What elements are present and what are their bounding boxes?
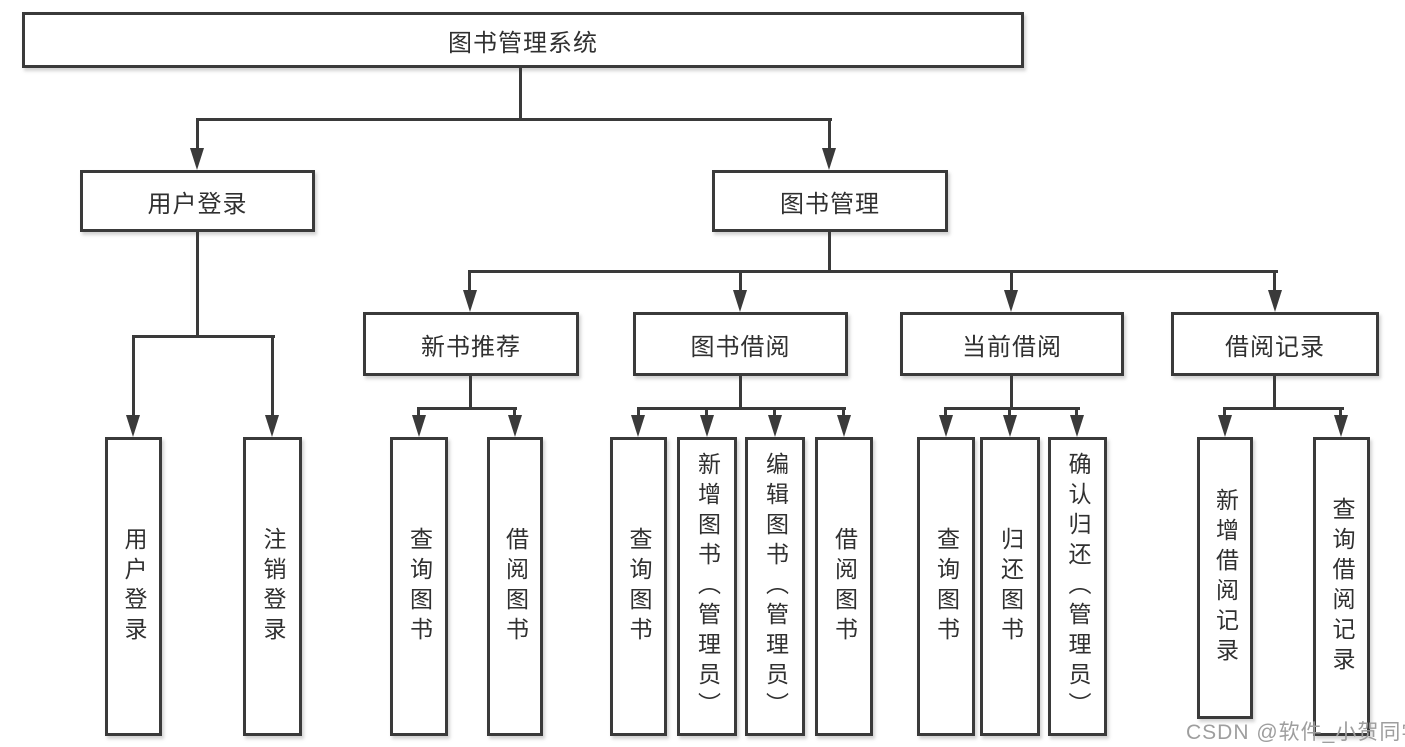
connector-arrowhead-icon (1070, 415, 1084, 437)
connector-arrowhead-icon (837, 415, 851, 437)
connector-line (132, 335, 135, 417)
node-library-management-system: 图书管理系统 (22, 12, 1024, 68)
connector-line (1010, 376, 1013, 409)
connector-arrowhead-icon (822, 148, 836, 170)
connector-line (773, 407, 776, 418)
connector-line (944, 407, 947, 418)
connector-line (519, 68, 522, 120)
connector-line (1010, 270, 1013, 294)
node-label: 图书管理系统 (448, 29, 598, 57)
connector-line (417, 407, 420, 418)
connector-line (271, 335, 274, 417)
connector-arrowhead-icon (126, 415, 140, 437)
leaf-add-books-admin: 新增图书（管理员） (677, 437, 737, 736)
connector-arrowhead-icon (700, 415, 714, 437)
connector-line (196, 118, 199, 150)
connector-arrowhead-icon (631, 415, 645, 437)
connector-line (196, 232, 199, 337)
connector-line (1339, 407, 1342, 418)
connector-line (828, 118, 831, 150)
connector-line (132, 335, 275, 338)
node-borrowing-records: 借阅记录 (1171, 312, 1379, 376)
leaf-label: 用户登录 (121, 526, 147, 647)
connector-arrowhead-icon (508, 415, 522, 437)
node-label: 图书管理 (780, 190, 880, 218)
leaf-label: 查询图书 (406, 526, 433, 647)
connector-line (1273, 376, 1276, 409)
leaf-user-login: 用户登录 (105, 437, 162, 736)
connector-line (1273, 270, 1276, 294)
node-new-book-recommendation: 新书推荐 (363, 312, 579, 376)
connector-arrowhead-icon (1003, 415, 1017, 437)
node-current-borrowing: 当前借阅 (900, 312, 1124, 376)
connector-arrowhead-icon (463, 290, 477, 312)
node-book-borrowing: 图书借阅 (633, 312, 848, 376)
connector-arrowhead-icon (939, 415, 953, 437)
connector-arrowhead-icon (265, 415, 279, 437)
node-label: 用户登录 (147, 190, 248, 218)
connector-line (196, 118, 832, 121)
connector-line (468, 270, 471, 294)
node-label: 借阅记录 (1225, 333, 1325, 361)
leaf-label: 新增借阅记录 (1212, 488, 1239, 668)
connector-line (1075, 407, 1078, 418)
connector-arrowhead-icon (412, 415, 426, 437)
connector-line (828, 232, 831, 272)
leaf-query-borrow-record: 查询借阅记录 (1313, 437, 1370, 736)
leaf-logout: 注销登录 (243, 437, 302, 736)
leaf-label: 查询图书 (933, 526, 960, 647)
leaf-borrow-books: 借阅图书 (815, 437, 873, 736)
leaf-query-books-recommend: 查询图书 (390, 437, 448, 736)
connector-line (739, 376, 742, 409)
leaf-add-borrow-record: 新增借阅记录 (1197, 437, 1253, 719)
connector-line (1223, 407, 1344, 410)
node-label: 新书推荐 (421, 333, 521, 361)
leaf-confirm-return-admin: 确认归还（管理员） (1048, 437, 1107, 736)
connector-line (1223, 407, 1226, 418)
connector-line (513, 407, 516, 418)
connector-line (1008, 407, 1011, 418)
leaf-query-books-borrowing: 查询图书 (610, 437, 667, 736)
node-label: 当前借阅 (962, 333, 1062, 361)
leaf-label: 确认归还（管理员） (1065, 451, 1091, 722)
leaf-borrow-books-recommend: 借阅图书 (487, 437, 543, 736)
leaf-edit-books-admin: 编辑图书（管理员） (745, 437, 805, 736)
node-label: 图书借阅 (690, 333, 791, 361)
node-user-login: 用户登录 (80, 170, 315, 232)
connector-line (637, 407, 640, 418)
connector-line (739, 270, 742, 294)
connector-arrowhead-icon (1334, 415, 1348, 437)
leaf-label: 借阅图书 (831, 526, 858, 647)
connector-line (637, 407, 846, 410)
leaf-label: 归还图书 (997, 526, 1024, 647)
leaf-label: 新增图书（管理员） (694, 451, 721, 722)
connector-line (944, 407, 1080, 410)
connector-arrowhead-icon (190, 148, 204, 170)
connector-line (468, 270, 1278, 273)
leaf-label: 借阅图书 (502, 526, 529, 647)
connector-line (469, 376, 472, 409)
connector-arrowhead-icon (1268, 290, 1282, 312)
leaf-return-books: 归还图书 (980, 437, 1040, 736)
connector-arrowhead-icon (733, 290, 747, 312)
connector-arrowhead-icon (768, 415, 782, 437)
leaf-label: 注销登录 (260, 526, 286, 647)
leaf-label: 查询借阅记录 (1329, 496, 1355, 677)
connector-arrowhead-icon (1004, 290, 1018, 312)
node-book-management: 图书管理 (712, 170, 948, 232)
leaf-label: 编辑图书（管理员） (762, 451, 789, 722)
leaf-query-books-current: 查询图书 (917, 437, 975, 736)
leaf-label: 查询图书 (626, 526, 652, 647)
connector-line (842, 407, 845, 418)
connector-line (417, 407, 517, 410)
csdn-watermark: CSDN @软件_小贺同学 (1186, 721, 1405, 744)
connector-arrowhead-icon (1218, 415, 1232, 437)
connector-line (705, 407, 708, 418)
